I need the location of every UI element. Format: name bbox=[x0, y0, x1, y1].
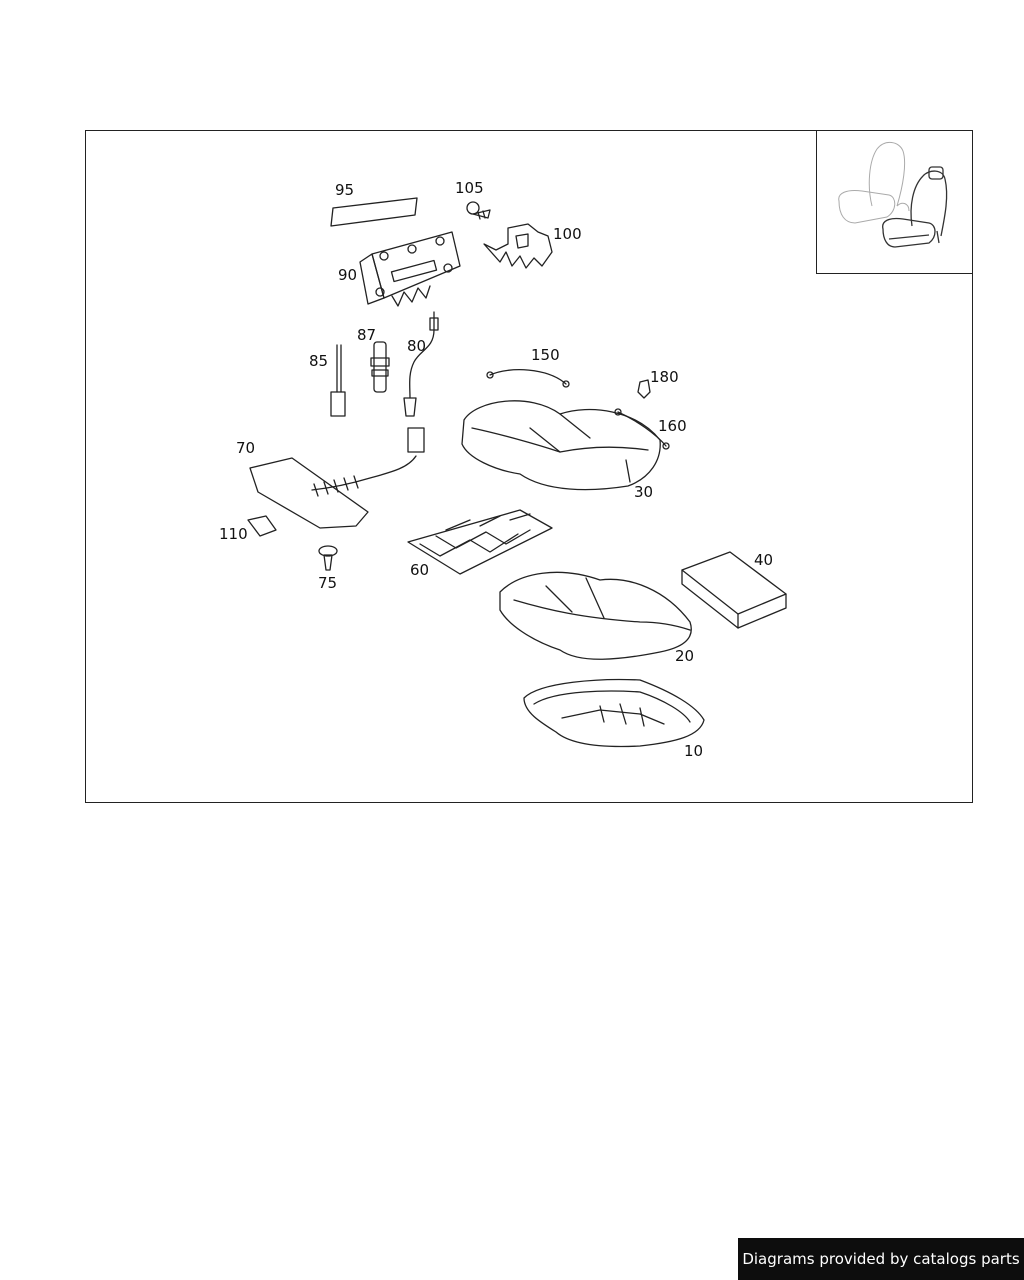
callout-100: 100 bbox=[553, 225, 582, 243]
part-150-wire bbox=[489, 369, 567, 385]
callout-180: 180 bbox=[650, 368, 679, 386]
callout-160: 160 bbox=[658, 417, 687, 435]
part-95-trim-strip bbox=[330, 197, 418, 227]
part-105-screw bbox=[466, 201, 491, 220]
callout-75: 75 bbox=[318, 574, 338, 592]
part-75-push-clip bbox=[318, 545, 338, 571]
part-40-foam-block bbox=[681, 551, 787, 629]
part-80-hose bbox=[403, 311, 439, 417]
part-90-control-module bbox=[359, 231, 461, 307]
callout-10: 10 bbox=[684, 742, 704, 760]
part-85-rod bbox=[330, 344, 346, 417]
part-110-clip bbox=[247, 515, 277, 537]
part-87-plug bbox=[370, 341, 390, 393]
part-60-heater-grid bbox=[407, 509, 553, 575]
callout-105: 105 bbox=[455, 179, 484, 197]
callout-95: 95 bbox=[335, 181, 355, 199]
callout-30: 30 bbox=[634, 483, 654, 501]
seat-locator-inset bbox=[816, 130, 973, 274]
callout-150: 150 bbox=[531, 346, 560, 364]
part-100-bracket bbox=[483, 223, 553, 269]
callout-70: 70 bbox=[236, 439, 256, 457]
part-10-seat-shell bbox=[523, 678, 705, 748]
callout-60: 60 bbox=[410, 561, 430, 579]
diagram-frame bbox=[85, 130, 973, 803]
callout-90: 90 bbox=[338, 266, 358, 284]
part-30-cushion-cover bbox=[461, 400, 661, 491]
part-70-heater-mat bbox=[249, 427, 425, 529]
seat-locator-illustration bbox=[838, 142, 948, 248]
callout-110: 110 bbox=[219, 525, 248, 543]
callout-87: 87 bbox=[357, 326, 377, 344]
footer-credit-banner: Diagrams provided by catalogs parts bbox=[738, 1238, 1024, 1280]
callout-80: 80 bbox=[407, 337, 427, 355]
callout-85: 85 bbox=[309, 352, 329, 370]
callout-20: 20 bbox=[675, 647, 695, 665]
part-180-clip bbox=[637, 379, 651, 399]
callout-40: 40 bbox=[754, 551, 774, 569]
part-20-foam-pad bbox=[499, 571, 692, 660]
